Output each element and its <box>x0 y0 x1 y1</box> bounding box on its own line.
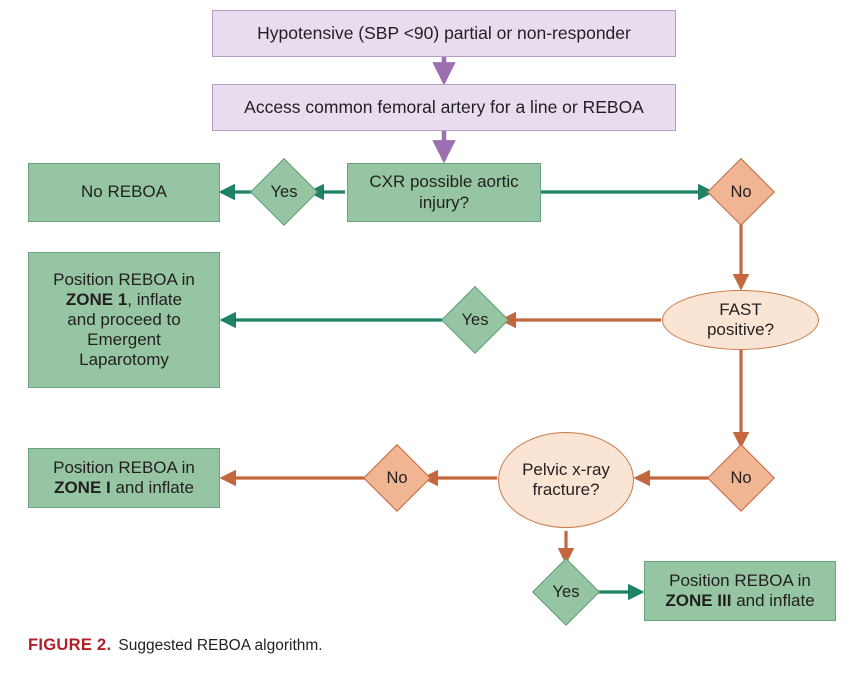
decision-cxr-no-label: No <box>730 182 752 201</box>
node-hypotensive-start[interactable]: Hypotensive (SBP <90) partial or non-res… <box>212 10 676 57</box>
node-fast-line2: positive? <box>706 320 775 339</box>
node-zone-iii-line1: Position REBOA in <box>669 570 811 590</box>
decision-pelvic-no-label: No <box>386 468 408 487</box>
node-position-reboa-zone-i-label: Position REBOA in ZONE I and inflate <box>29 458 219 498</box>
decision-pelvic-yes[interactable]: Yes <box>532 558 600 626</box>
decision-fast-yes[interactable]: Yes <box>441 286 509 354</box>
node-zone-iii-line2-rest: and inflate <box>731 591 815 610</box>
node-zone-i-line2-rest: and inflate <box>110 478 194 497</box>
node-zone1-line3: and proceed to <box>67 309 181 329</box>
decision-cxr-no[interactable]: No <box>707 158 775 226</box>
node-zone-i-bold: ZONE I <box>54 478 111 497</box>
decision-fast-yes-label: Yes <box>461 310 489 329</box>
node-zone-i-line1: Position REBOA in <box>53 457 195 477</box>
node-position-reboa-zone-i[interactable]: Position REBOA in ZONE I and inflate <box>28 448 220 508</box>
node-fast-positive-label: FAST positive? <box>707 300 774 341</box>
figure-caption: FIGURE 2. Suggested REBOA algorithm. <box>28 636 323 655</box>
node-fast-positive[interactable]: FAST positive? <box>662 290 819 350</box>
node-pelvic-xray-fracture-label: Pelvic x-ray fracture? <box>522 460 610 501</box>
node-position-reboa-zone-iii[interactable]: Position REBOA in ZONE III and inflate <box>644 561 836 621</box>
decision-cxr-yes-label: Yes <box>270 182 298 201</box>
node-pelvic-xray-fracture[interactable]: Pelvic x-ray fracture? <box>498 432 634 528</box>
node-pelvic-line2: fracture? <box>532 480 600 499</box>
node-position-reboa-zone-iii-label: Position REBOA in ZONE III and inflate <box>645 571 835 611</box>
node-no-reboa-label: No REBOA <box>81 182 167 202</box>
decision-pelvic-no[interactable]: No <box>363 444 431 512</box>
decision-pelvic-yes-label: Yes <box>552 582 580 601</box>
node-zone-iii-bold: ZONE III <box>665 591 732 610</box>
node-fast-line1: FAST <box>719 299 762 319</box>
node-position-reboa-zone1[interactable]: Position REBOA in ZONE 1, inflate and pr… <box>28 252 220 388</box>
decision-fast-no-label: No <box>730 468 752 487</box>
node-zone1-line4: Emergent <box>87 330 161 350</box>
node-pelvic-line1: Pelvic x-ray <box>522 459 610 479</box>
node-position-reboa-zone1-label: Position REBOA in ZONE 1, inflate and pr… <box>29 270 219 370</box>
decision-fast-no[interactable]: No <box>707 444 775 512</box>
decision-cxr-yes[interactable]: Yes <box>250 158 318 226</box>
node-hypotensive-start-label: Hypotensive (SBP <90) partial or non-res… <box>257 23 631 44</box>
node-zone1-line2-rest: , inflate <box>127 289 183 309</box>
figure-caption-text: Suggested REBOA algorithm. <box>118 637 323 654</box>
node-zone1-line1: Position REBOA in <box>53 269 195 289</box>
node-zone1-bold: ZONE 1 <box>65 289 128 309</box>
figure-caption-label: FIGURE 2. <box>28 636 112 654</box>
node-zone1-line5: Laparotomy <box>79 350 169 370</box>
node-cxr-line1: CXR possible aortic <box>369 172 519 192</box>
node-cxr-aortic-injury-label: CXR possible aortic injury? <box>348 172 540 212</box>
node-access-femoral-artery-label: Access common femoral artery for a line … <box>244 97 644 118</box>
node-no-reboa[interactable]: No REBOA <box>28 163 220 222</box>
node-cxr-line2: injury? <box>418 192 470 212</box>
node-access-femoral-artery[interactable]: Access common femoral artery for a line … <box>212 84 676 131</box>
node-cxr-aortic-injury[interactable]: CXR possible aortic injury? <box>347 163 541 222</box>
